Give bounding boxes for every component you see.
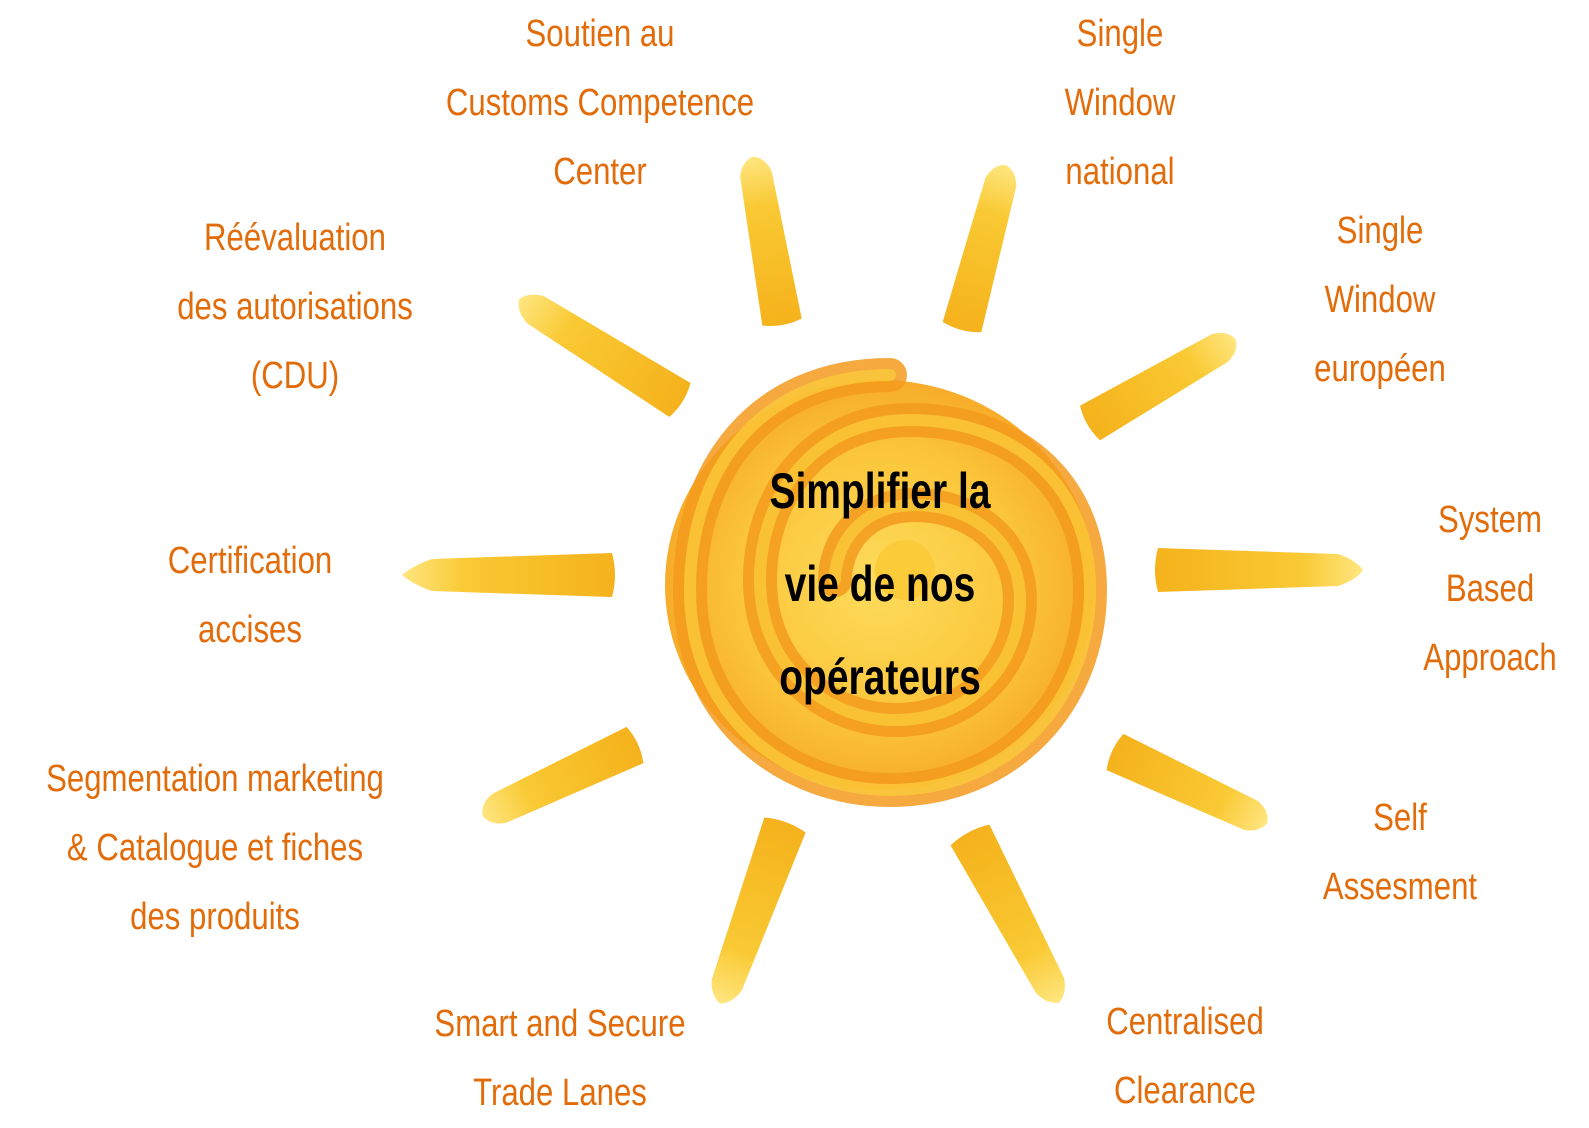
label-certification-accises: Certification accises xyxy=(160,527,340,665)
label-swn-line-2: Window xyxy=(1064,82,1176,124)
ray-upper-left xyxy=(518,294,691,417)
label-sstl-line-1: Smart and Secure xyxy=(434,1003,686,1045)
label-system-based-approach: System Based Approach xyxy=(1416,486,1564,693)
label-sa-line-1: Self xyxy=(1373,797,1427,839)
label-swn-line-3: national xyxy=(1065,151,1175,193)
label-sba-line-3: Approach xyxy=(1423,637,1557,679)
label-smart-secure-trade-lanes: Smart and Secure Trade Lanes xyxy=(429,990,691,1128)
center-title: Simplifier la vie de nos opérateurs xyxy=(724,445,1036,724)
label-reevaluation: Réévaluation des autorisations (CDU) xyxy=(160,204,431,411)
label-soutien-line-3: Center xyxy=(553,151,647,193)
ray-lower-left xyxy=(482,726,644,824)
label-reeval-line-1: Réévaluation xyxy=(204,217,386,259)
label-segmentation: Segmentation marketing & Catalogue et fi… xyxy=(39,745,392,952)
label-seg-line-2: & Catalogue et fiches xyxy=(66,827,364,869)
label-sba-line-2: Based xyxy=(1445,568,1535,610)
center-line-3: opérateurs xyxy=(779,649,981,705)
label-cert-line-1: Certification xyxy=(167,540,333,582)
label-cert-line-2: accises xyxy=(198,609,302,651)
label-single-window-national: Single Window national xyxy=(1038,0,1202,207)
label-seg-line-3: des produits xyxy=(130,896,300,938)
label-swn-line-1: Single xyxy=(1076,13,1164,55)
label-sstl-line-2: Trade Lanes xyxy=(473,1072,647,1114)
center-line-2: vie de nos xyxy=(784,556,976,612)
ray-lower-right xyxy=(1106,733,1268,831)
label-sba-line-1: System xyxy=(1438,499,1542,541)
sun-swirl xyxy=(672,358,1108,808)
ray-bottom-right xyxy=(950,824,1065,1003)
center-line-1: Simplifier la xyxy=(769,463,991,519)
label-self-assesment: Self Assesment xyxy=(1318,784,1482,922)
ray-top-right xyxy=(942,164,1017,333)
label-swe-line-2: Window xyxy=(1324,279,1436,321)
label-soutien: Soutien au Customs Competence Center xyxy=(436,0,764,207)
label-seg-line-1: Segmentation marketing xyxy=(46,758,384,800)
label-swe-line-3: européen xyxy=(1314,348,1446,390)
label-cc-line-1: Centralised xyxy=(1106,1001,1264,1043)
label-reeval-line-2: des autorisations xyxy=(177,286,413,328)
ray-top-left xyxy=(740,156,802,326)
ray-upper-right xyxy=(1080,332,1237,441)
label-single-window-europeen: Single Window européen xyxy=(1302,197,1458,404)
label-soutien-line-1: Soutien au xyxy=(525,13,675,55)
label-soutien-line-2: Customs Competence xyxy=(445,82,755,124)
label-centralised-clearance: Centralised Clearance xyxy=(1099,988,1271,1126)
ray-left xyxy=(402,553,615,597)
label-cc-line-2: Clearance xyxy=(1113,1070,1257,1112)
label-swe-line-1: Single xyxy=(1336,210,1424,252)
ray-bottom-left xyxy=(711,817,806,1004)
label-reeval-line-3: (CDU) xyxy=(250,355,340,397)
ray-right xyxy=(1155,548,1363,592)
label-sa-line-2: Assesment xyxy=(1322,866,1478,908)
